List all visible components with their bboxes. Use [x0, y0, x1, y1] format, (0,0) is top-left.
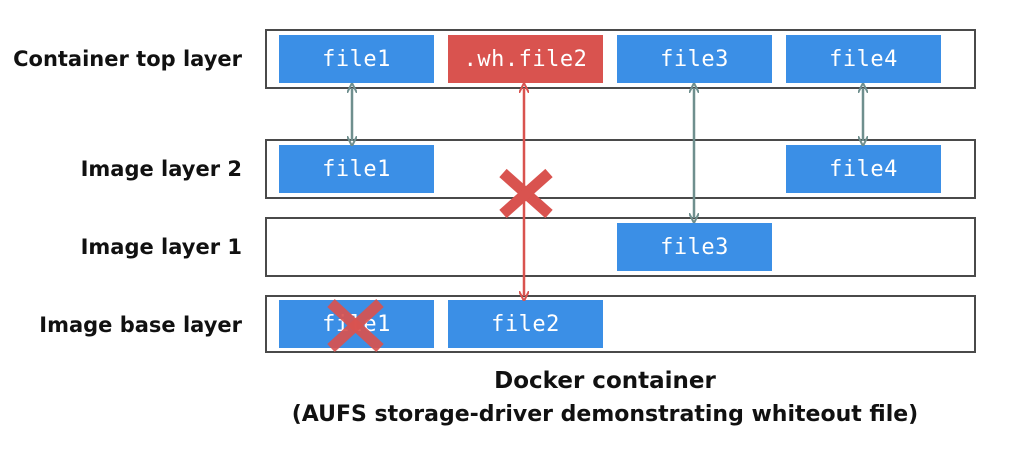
diagram-title: Docker container	[494, 368, 716, 394]
layer2-file1: file1	[279, 145, 434, 193]
diagram-subtitle: (AUFS storage-driver demonstrating white…	[291, 402, 919, 427]
top-file4: file4	[786, 35, 941, 83]
layer1-file3: file3	[617, 223, 772, 271]
label-image-layer-2: Image layer 2	[80, 157, 242, 181]
label-image-layer-1: Image layer 1	[80, 235, 242, 259]
base-file2: file2	[448, 300, 603, 348]
top-whiteout-file2: .wh.file2	[448, 35, 603, 83]
deleted-x-icon	[327, 298, 384, 353]
layer2-file4: file4	[786, 145, 941, 193]
blocked-x-icon	[499, 168, 553, 219]
label-image-base-layer: Image base layer	[39, 313, 242, 337]
top-file3: file3	[617, 35, 772, 83]
label-container-top-layer: Container top layer	[13, 47, 242, 71]
top-file1: file1	[279, 35, 434, 83]
